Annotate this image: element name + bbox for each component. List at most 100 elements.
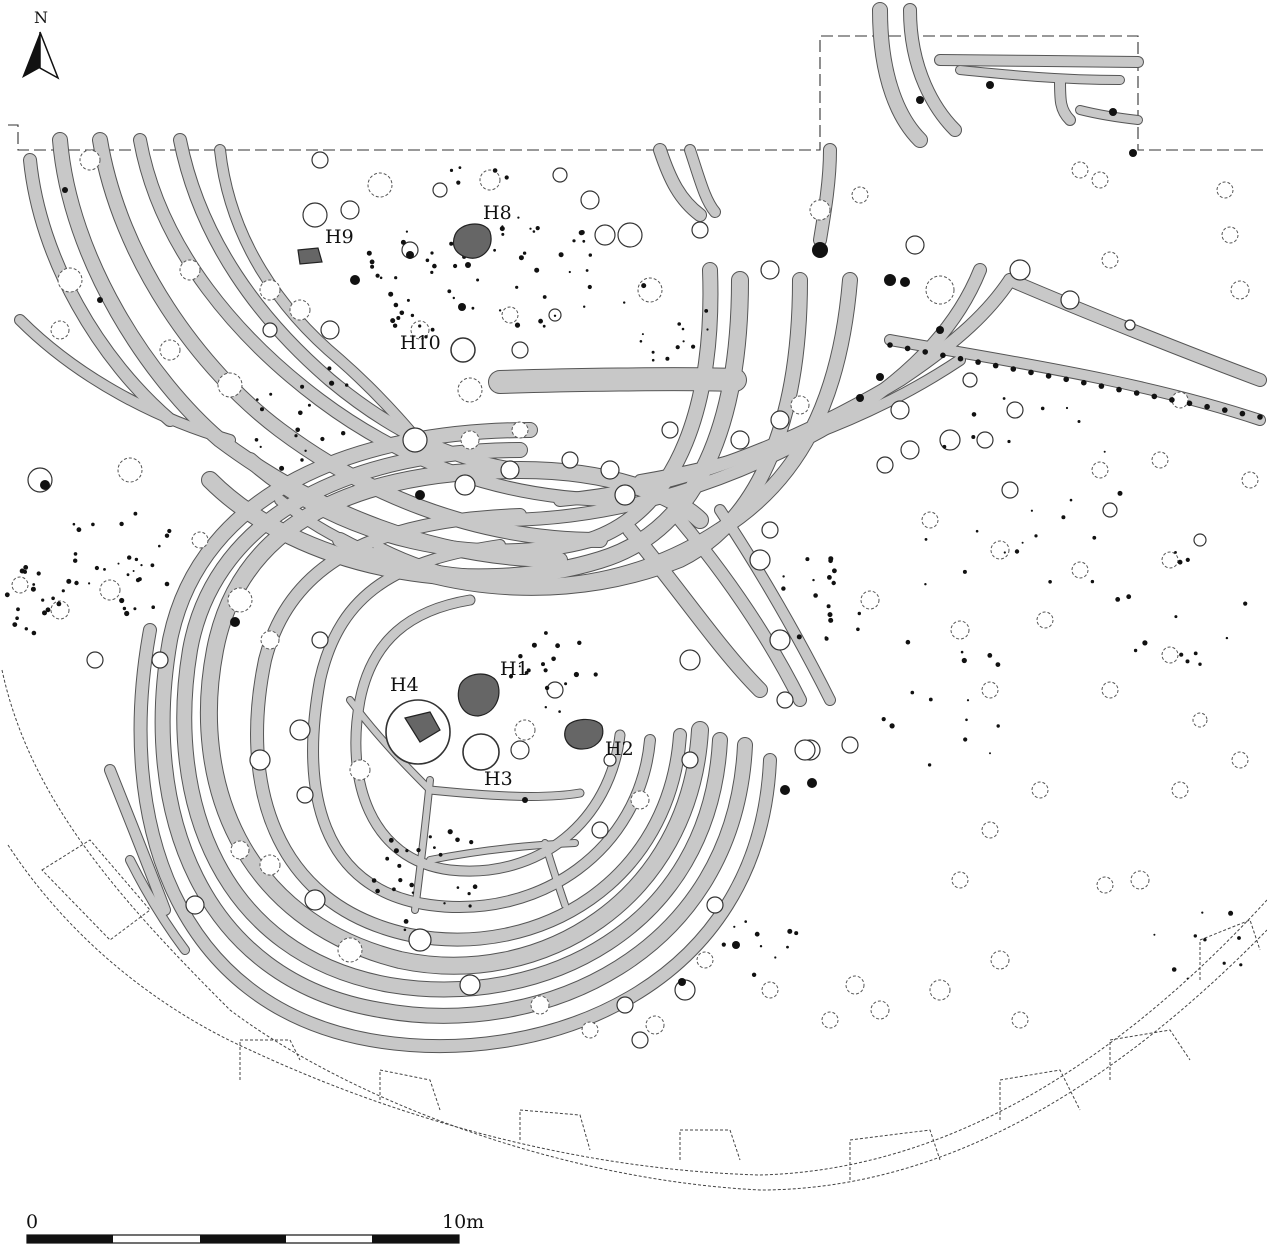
- posthole: [551, 656, 556, 662]
- posthole: [430, 270, 434, 274]
- posthole: [388, 291, 394, 297]
- ditch: [134, 624, 776, 1052]
- pit: [511, 341, 529, 359]
- pit: [546, 681, 564, 699]
- posthole: [881, 717, 886, 722]
- ditch: [15, 315, 235, 445]
- posthole: [1103, 450, 1106, 453]
- ditch: [623, 523, 767, 697]
- posthole: [269, 392, 273, 396]
- posthole: [453, 263, 458, 269]
- posthole: [827, 612, 833, 618]
- north-arrow-icon: [22, 31, 60, 80]
- ditch: [426, 786, 584, 800]
- pit-dashed: [179, 259, 201, 281]
- posthole: [1007, 439, 1011, 444]
- pit-dashed: [230, 840, 250, 860]
- label-h8: H8: [483, 202, 512, 224]
- ditch: [489, 368, 746, 393]
- posthole: [665, 356, 670, 361]
- pit: [730, 430, 750, 450]
- posthole: [1142, 640, 1148, 646]
- posthole: [754, 931, 760, 937]
- posthole: [1081, 379, 1087, 386]
- posthole: [807, 778, 817, 788]
- posthole: [294, 434, 298, 438]
- posthole: [126, 573, 130, 577]
- posthole: [61, 589, 65, 593]
- posthole: [544, 685, 550, 691]
- pit: [603, 753, 617, 767]
- posthole: [786, 945, 789, 949]
- posthole: [498, 309, 502, 312]
- posthole: [675, 345, 680, 350]
- pit: [679, 649, 701, 671]
- posthole: [438, 852, 443, 857]
- posthole: [1133, 390, 1140, 396]
- ditch: [935, 55, 1143, 67]
- posthole: [300, 458, 304, 462]
- posthole: [856, 627, 860, 632]
- posthole: [150, 563, 155, 568]
- posthole: [514, 322, 521, 328]
- ditch: [126, 856, 189, 954]
- posthole: [119, 597, 125, 604]
- pit-dashed: [337, 937, 363, 963]
- hearth-h2: [564, 718, 604, 750]
- pit: [1124, 319, 1136, 331]
- posthole: [963, 737, 968, 742]
- posthole: [535, 226, 540, 231]
- posthole: [40, 480, 50, 490]
- posthole: [260, 407, 264, 412]
- posthole: [759, 945, 763, 948]
- pit: [408, 928, 432, 952]
- posthole: [522, 797, 528, 803]
- posthole: [876, 373, 884, 381]
- posthole: [392, 323, 398, 328]
- pit-dashed: [457, 377, 483, 403]
- posthole: [403, 919, 409, 924]
- posthole: [1014, 549, 1020, 554]
- posthole: [1185, 659, 1190, 664]
- posthole: [936, 326, 944, 334]
- posthole: [831, 580, 836, 586]
- pit: [1102, 502, 1118, 518]
- pit-dashed: [1171, 781, 1189, 799]
- posthole-layer: [4, 81, 1263, 986]
- pit-dashed: [159, 339, 181, 361]
- posthole: [366, 250, 372, 256]
- pit: [761, 521, 779, 539]
- posthole: [390, 318, 396, 324]
- posthole: [1117, 490, 1123, 496]
- pit-dashed: [951, 871, 969, 889]
- posthole: [307, 403, 311, 407]
- pit-dashed: [259, 279, 281, 301]
- pit: [631, 1031, 649, 1049]
- posthole: [468, 904, 472, 908]
- posthole: [857, 611, 861, 616]
- posthole: [975, 359, 981, 365]
- posthole: [456, 180, 461, 185]
- posthole: [1237, 936, 1241, 940]
- pit: [749, 549, 771, 571]
- pit: [500, 460, 520, 480]
- pit-dashed: [259, 854, 281, 876]
- pit: [691, 221, 709, 239]
- pit-dashed: [1011, 1011, 1029, 1029]
- posthole: [1239, 963, 1243, 967]
- pit: [600, 460, 620, 480]
- posthole: [405, 230, 408, 233]
- pit: [262, 322, 278, 338]
- posthole: [900, 277, 910, 287]
- pit: [594, 224, 616, 246]
- posthole: [1063, 376, 1069, 383]
- posthole: [794, 931, 799, 936]
- pit-dashed: [809, 199, 831, 221]
- posthole: [370, 264, 375, 269]
- pit-dashed: [645, 1015, 665, 1035]
- posthole: [732, 941, 740, 949]
- posthole: [538, 318, 543, 324]
- ditch: [885, 335, 1265, 425]
- posthole: [1174, 551, 1177, 554]
- posthole: [774, 956, 777, 959]
